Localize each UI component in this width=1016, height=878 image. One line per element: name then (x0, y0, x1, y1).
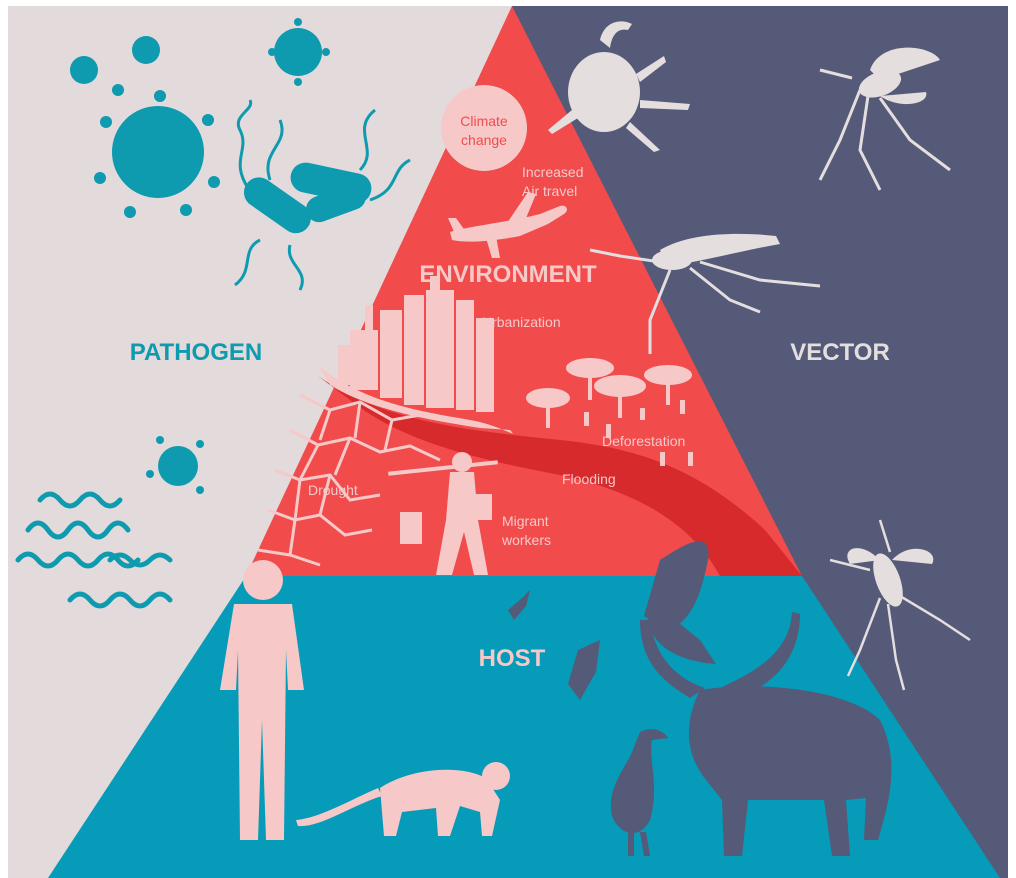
environment-label: ENVIRONMENT (419, 261, 597, 288)
climate-label-line2: change (461, 132, 507, 148)
air-travel-label-line2: Air travel (522, 183, 577, 199)
drought-label: Drought (308, 482, 358, 498)
urbanization-label: Urbanization (482, 314, 561, 330)
pathogen-label: PATHOGEN (130, 339, 262, 366)
vector-label: VECTOR (790, 339, 890, 366)
flooding-label: Flooding (562, 471, 616, 487)
air-travel-label-line1: Increased (522, 164, 583, 180)
migrant-label-line2: workers (501, 532, 551, 548)
migrant-label-line1: Migrant (502, 513, 549, 529)
deforestation-label: Deforestation (602, 433, 685, 449)
climate-label-line1: Climate (460, 113, 508, 129)
host-label: HOST (479, 645, 546, 672)
